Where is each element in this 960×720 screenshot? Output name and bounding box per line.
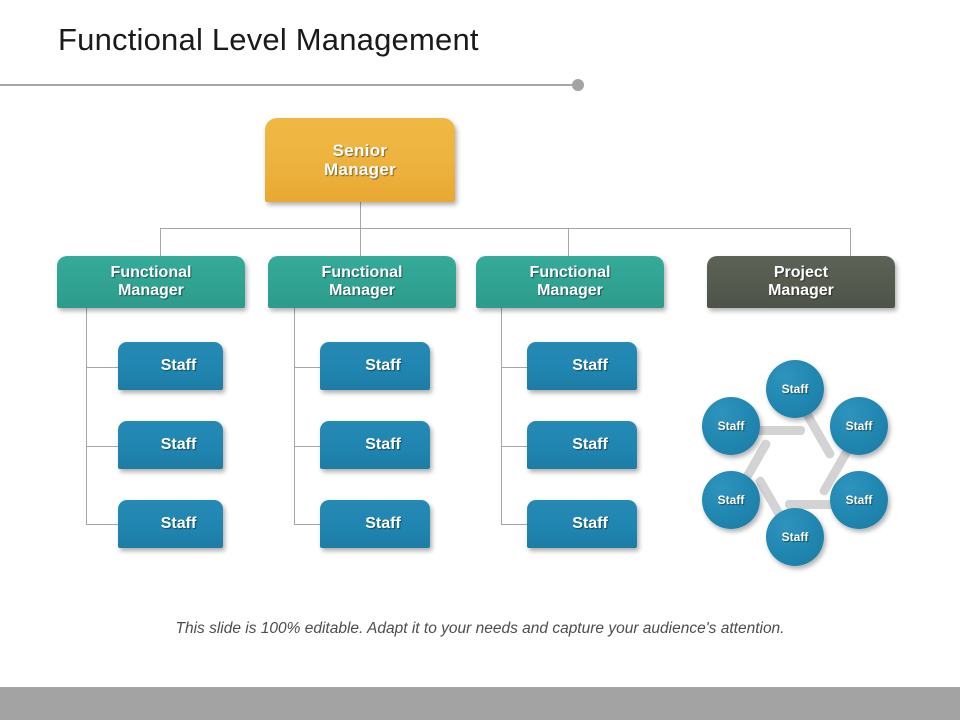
connector-stub-col2-staff2 xyxy=(294,446,320,447)
staff-label: Staff xyxy=(160,515,197,533)
staff-label: Staff xyxy=(365,515,401,533)
node-staff-circle-top[interactable]: Staff xyxy=(766,360,824,418)
connector-stub-col3-staff2 xyxy=(501,446,527,447)
node-staff-col3-1[interactable]: Staff xyxy=(527,342,637,390)
connector-stub-col1-staff1 xyxy=(86,367,118,368)
node-staff-circle-upper-right[interactable]: Staff xyxy=(830,397,888,455)
senior-manager-label-line-2: Manager xyxy=(323,160,396,179)
staff-label: Staff xyxy=(160,436,197,454)
node-staff-circle-bottom[interactable]: Staff xyxy=(766,508,824,566)
senior-manager-label-line-1: Senior xyxy=(332,140,388,160)
staff-label: Staff xyxy=(160,357,197,375)
functional-manager-1-label-line-1: Functional xyxy=(110,264,192,282)
functional-manager-1-label-line-2: Manager xyxy=(118,282,184,299)
staff-label: Staff xyxy=(717,493,745,507)
node-staff-col3-2[interactable]: Staff xyxy=(527,421,637,469)
node-staff-col1-1[interactable]: Staff xyxy=(118,342,223,390)
bottom-bar xyxy=(0,687,960,720)
node-staff-col1-3[interactable]: Staff xyxy=(118,500,223,548)
node-functional-manager-3[interactable]: Functional Manager xyxy=(476,256,664,308)
footer-note: This slide is 100% editable. Adapt it to… xyxy=(175,620,785,637)
staff-label: Staff xyxy=(365,436,401,454)
connector-spine-col-1 xyxy=(86,308,87,524)
functional-manager-2-label-line-2: Manager xyxy=(329,282,395,299)
node-staff-col3-3[interactable]: Staff xyxy=(527,500,637,548)
connector-drop-manager-2 xyxy=(360,228,361,256)
functional-manager-3-label-line-2: Manager xyxy=(537,282,603,299)
connector-stub-col1-staff3 xyxy=(86,524,118,525)
staff-label: Staff xyxy=(781,382,809,396)
page-title: Functional Level Management xyxy=(58,22,479,57)
title-divider-dot-icon xyxy=(572,79,584,91)
node-staff-col1-2[interactable]: Staff xyxy=(118,421,223,469)
staff-label: Staff xyxy=(717,419,745,433)
node-functional-manager-1[interactable]: Functional Manager xyxy=(57,256,245,308)
connector-drop-manager-4 xyxy=(850,228,851,256)
node-project-manager[interactable]: Project Manager xyxy=(707,256,895,308)
connector-drop-manager-3 xyxy=(568,228,569,256)
functional-manager-3-label-line-1: Functional xyxy=(529,264,611,282)
staff-label: Staff xyxy=(572,436,608,454)
project-manager-label-line-2: Manager xyxy=(768,282,834,299)
staff-label: Staff xyxy=(572,515,608,533)
project-manager-label-line-1: Project xyxy=(773,264,829,282)
node-staff-col2-3[interactable]: Staff xyxy=(320,500,430,548)
staff-label: Staff xyxy=(781,530,809,544)
connector-drop-manager-1 xyxy=(160,228,161,256)
node-staff-circle-lower-right[interactable]: Staff xyxy=(830,471,888,529)
functional-manager-2-label-line-1: Functional xyxy=(321,264,403,282)
connector-stub-col3-staff1 xyxy=(501,367,527,368)
staff-label: Staff xyxy=(572,357,608,375)
connector-stub-col3-staff3 xyxy=(501,524,527,525)
title-divider xyxy=(0,84,578,86)
connector-stub-col1-staff2 xyxy=(86,446,118,447)
connector-senior-stem xyxy=(360,202,361,228)
connector-horizontal-bus xyxy=(160,228,850,229)
connector-spine-col-2 xyxy=(294,308,295,524)
node-functional-manager-2[interactable]: Functional Manager xyxy=(268,256,456,308)
node-senior-manager[interactable]: Senior Manager xyxy=(265,118,455,202)
staff-hexagon-cluster: Staff Staff Staff Staff Staff Staff xyxy=(684,334,906,566)
staff-label: Staff xyxy=(845,419,873,433)
cluster-spoke-6 xyxy=(731,426,805,435)
staff-label: Staff xyxy=(845,493,873,507)
connector-spine-col-3 xyxy=(501,308,502,524)
node-staff-col2-2[interactable]: Staff xyxy=(320,421,430,469)
node-staff-col2-1[interactable]: Staff xyxy=(320,342,430,390)
node-staff-circle-lower-left[interactable]: Staff xyxy=(702,471,760,529)
staff-label: Staff xyxy=(365,357,401,375)
node-staff-circle-upper-left[interactable]: Staff xyxy=(702,397,760,455)
connector-stub-col2-staff3 xyxy=(294,524,320,525)
connector-stub-col2-staff1 xyxy=(294,367,320,368)
